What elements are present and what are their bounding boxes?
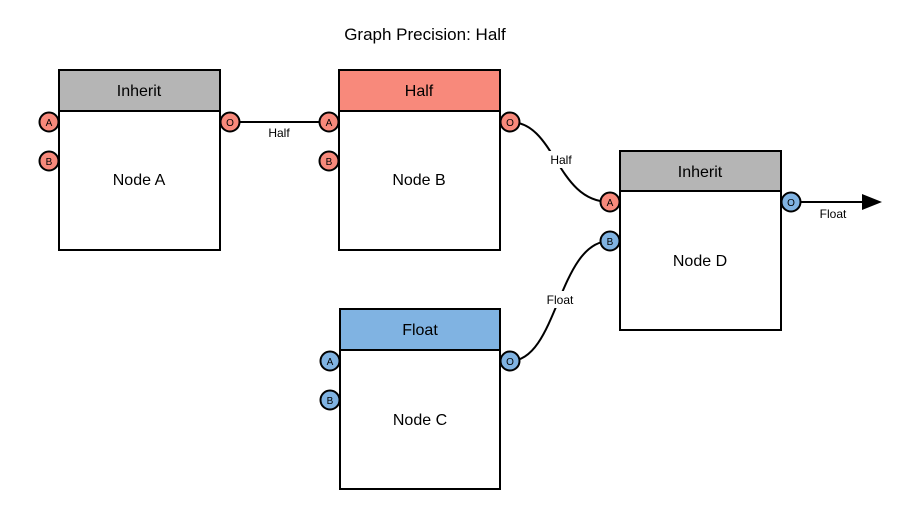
- node-b-precision-label: Half: [405, 83, 434, 100]
- node-d-port-o[interactable]: [780, 191, 802, 213]
- node-a-port-b[interactable]: [38, 150, 60, 172]
- output-arrowhead-icon: [862, 194, 882, 210]
- diagram-title: Graph Precision: Half: [344, 25, 506, 44]
- graph-output-arrow[interactable]: Float: [791, 194, 882, 221]
- node-b-port-o[interactable]: [499, 111, 521, 133]
- node-a-name: Node A: [113, 172, 166, 189]
- node-b-name: Node B: [392, 172, 445, 189]
- node-c-port-b[interactable]: [319, 389, 341, 411]
- node-d[interactable]: Inherit Node D A B O: [599, 150, 802, 331]
- node-c-port-a[interactable]: [319, 350, 341, 372]
- edge-label-c-to-d: Float: [547, 293, 574, 307]
- node-b-port-b[interactable]: [318, 150, 340, 172]
- edge-label-b-to-d: Half: [550, 153, 572, 167]
- node-d-precision-label: Inherit: [678, 164, 723, 181]
- node-d-port-b[interactable]: [599, 230, 621, 252]
- node-a-precision-label: Inherit: [117, 83, 162, 100]
- edge-label-bg: [543, 151, 579, 168]
- node-d-header[interactable]: [619, 150, 782, 192]
- edge-label-a-to-b: Half: [268, 126, 290, 140]
- edge-label-output: Float: [820, 207, 847, 221]
- node-b-header[interactable]: [338, 69, 501, 112]
- node-a[interactable]: Inherit Node A A B O: [38, 69, 241, 251]
- node-c-port-o[interactable]: [499, 350, 521, 372]
- edge-nodeb-to-noded[interactable]: Half: [509, 121, 611, 203]
- node-a-port-a[interactable]: [38, 111, 60, 133]
- node-b[interactable]: Half Node B A B O: [318, 69, 521, 251]
- node-a-port-o[interactable]: [219, 111, 241, 133]
- node-c[interactable]: Float Node C A B O: [319, 308, 521, 490]
- node-d-name: Node D: [673, 253, 727, 270]
- node-c-header[interactable]: [339, 308, 501, 351]
- node-a-header[interactable]: [58, 69, 221, 112]
- node-b-port-a[interactable]: [318, 111, 340, 133]
- edge-label-bg: [540, 291, 581, 308]
- node-c-precision-label: Float: [402, 322, 438, 339]
- edge-nodea-to-nodeb[interactable]: Half: [230, 121, 329, 140]
- edge-nodec-to-noded[interactable]: Float: [509, 240, 611, 362]
- node-d-port-a[interactable]: [599, 191, 621, 213]
- node-c-name: Node C: [393, 412, 447, 429]
